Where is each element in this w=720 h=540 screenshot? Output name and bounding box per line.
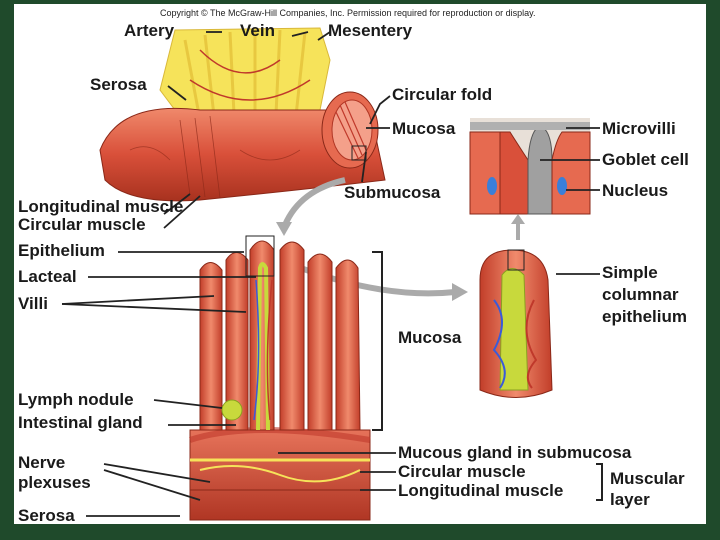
label-lacteal: Lacteal — [18, 267, 77, 286]
label-nerve-plexuses-1: Nerve — [18, 453, 66, 472]
label-serosa-bottom: Serosa — [18, 506, 75, 525]
villus-closeup — [479, 249, 553, 398]
intestine-tube — [99, 91, 386, 202]
label-simple-columnar-2: columnar — [602, 285, 679, 304]
label-villi: Villi — [18, 294, 48, 313]
label-circular-muscle-top: Circular muscle — [18, 215, 146, 234]
label-nucleus: Nucleus — [602, 181, 669, 200]
label-lymph-nodule: Lymph nodule — [18, 390, 134, 409]
frame-right — [706, 0, 720, 540]
label-artery: Artery — [124, 21, 175, 40]
label-longitudinal-muscle-top: Longitudinal muscle — [18, 197, 184, 216]
epithelium-inset — [469, 118, 591, 215]
label-muscular-layer-1: Muscular — [610, 469, 685, 488]
label-muscular-layer-2: layer — [610, 490, 650, 509]
label-simple-columnar-3: epithelium — [602, 307, 688, 326]
label-simple-columnar-1: Simple — [602, 263, 658, 282]
arrow-curved — [282, 177, 346, 227]
label-intestinal-gland: Intestinal gland — [18, 413, 143, 432]
label-circular-fold: Circular fold — [392, 85, 493, 104]
frame-top — [0, 0, 720, 4]
label-mucous-gland: Mucous gland in submucosa — [398, 443, 632, 462]
label-mucosa-mid: Mucosa — [398, 328, 462, 347]
label-longitudinal-muscle-bottom: Longitudinal muscle — [398, 481, 564, 500]
label-submucosa: Submucosa — [344, 183, 441, 202]
label-serosa-top: Serosa — [90, 75, 147, 94]
villi-block — [189, 235, 371, 521]
label-mucosa-top: Mucosa — [392, 119, 456, 138]
arrow-right — [283, 259, 456, 297]
label-nerve-plexuses-2: plexuses — [18, 473, 91, 492]
copyright-notice: Copyright © The McGraw-Hill Companies, I… — [160, 8, 536, 18]
label-vein: Vein — [240, 21, 275, 40]
label-epithelium: Epithelium — [18, 241, 105, 260]
frame-bottom — [0, 524, 720, 540]
label-circular-muscle-bottom: Circular muscle — [398, 462, 526, 481]
label-microvilli: Microvilli — [602, 119, 676, 138]
frame-left — [0, 0, 14, 540]
label-mesentery: Mesentery — [328, 21, 413, 40]
label-goblet-cell: Goblet cell — [602, 150, 689, 169]
